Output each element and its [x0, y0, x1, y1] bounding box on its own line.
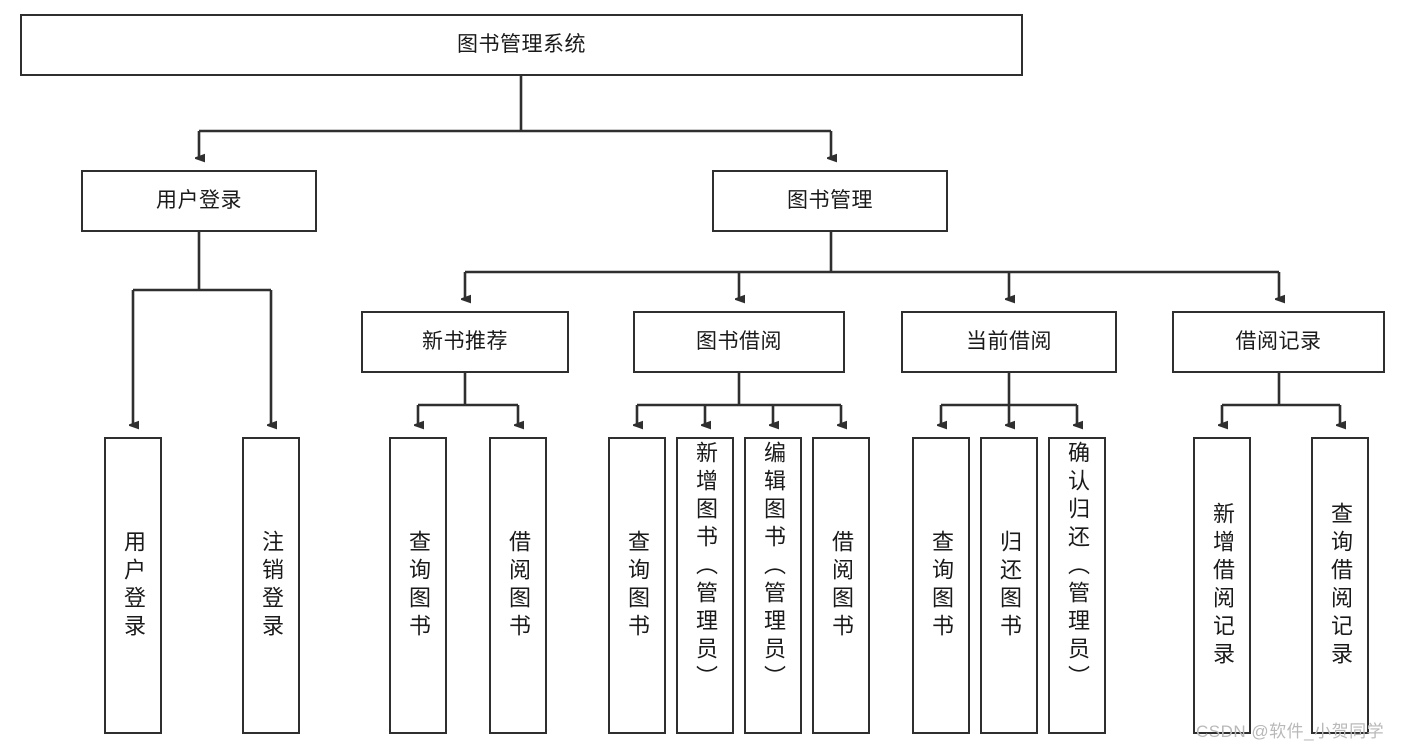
leaf-borrow-record-add[interactable]: 新增借阅记录 — [1193, 437, 1251, 734]
node-label: 归还图书 — [997, 529, 1022, 642]
node-label: 借阅图书 — [506, 529, 531, 642]
node-label: 当前借阅 — [966, 329, 1052, 353]
node-label: 编辑图书（管理员） — [761, 441, 786, 693]
node-new-book-recommend[interactable]: 新书推荐 — [361, 311, 569, 373]
node-label: 图书管理系统 — [457, 32, 586, 56]
leaf-new-book-borrow[interactable]: 借阅图书 — [489, 437, 547, 734]
node-label: 图书管理 — [787, 188, 873, 212]
leaf-current-borrow-confirm-return[interactable]: 确认归还（管理员） — [1048, 437, 1106, 734]
leaf-current-borrow-query[interactable]: 查询图书 — [912, 437, 970, 734]
node-label: 查询图书 — [406, 529, 431, 642]
node-label: 借阅图书 — [829, 529, 854, 642]
node-label: 新书推荐 — [422, 329, 508, 353]
node-label: 用户登录 — [156, 188, 242, 212]
node-current-borrow[interactable]: 当前借阅 — [901, 311, 1117, 373]
node-book-borrow[interactable]: 图书借阅 — [633, 311, 845, 373]
leaf-new-book-query[interactable]: 查询图书 — [389, 437, 447, 734]
node-book-management[interactable]: 图书管理 — [712, 170, 948, 232]
leaf-book-borrow-edit[interactable]: 编辑图书（管理员） — [744, 437, 802, 734]
csdn-watermark: CSDN @软件_小贺同学 — [1196, 722, 1385, 741]
node-label: 确认归还（管理员） — [1065, 441, 1090, 693]
node-label: 查询借阅记录 — [1328, 501, 1353, 670]
leaf-book-borrow-add[interactable]: 新增图书（管理员） — [676, 437, 734, 734]
node-borrow-record[interactable]: 借阅记录 — [1172, 311, 1385, 373]
leaf-current-borrow-return[interactable]: 归还图书 — [980, 437, 1038, 734]
node-user-login[interactable]: 用户登录 — [81, 170, 317, 232]
node-label: 图书借阅 — [696, 329, 782, 353]
leaf-borrow-record-query[interactable]: 查询借阅记录 — [1311, 437, 1369, 734]
node-label: 新增图书（管理员） — [693, 441, 718, 693]
node-label: 新增借阅记录 — [1210, 501, 1235, 670]
node-root-book-management-system[interactable]: 图书管理系统 — [20, 14, 1023, 76]
leaf-user-login-signin[interactable]: 用户登录 — [104, 437, 162, 734]
leaf-user-login-signout[interactable]: 注销登录 — [242, 437, 300, 734]
node-label: 注销登录 — [259, 529, 284, 642]
node-label: 查询图书 — [929, 529, 954, 642]
node-label: 用户登录 — [121, 529, 146, 642]
node-label: 查询图书 — [625, 529, 650, 642]
node-label: 借阅记录 — [1235, 329, 1322, 353]
leaf-book-borrow-query[interactable]: 查询图书 — [608, 437, 666, 734]
leaf-book-borrow-borrow[interactable]: 借阅图书 — [812, 437, 870, 734]
